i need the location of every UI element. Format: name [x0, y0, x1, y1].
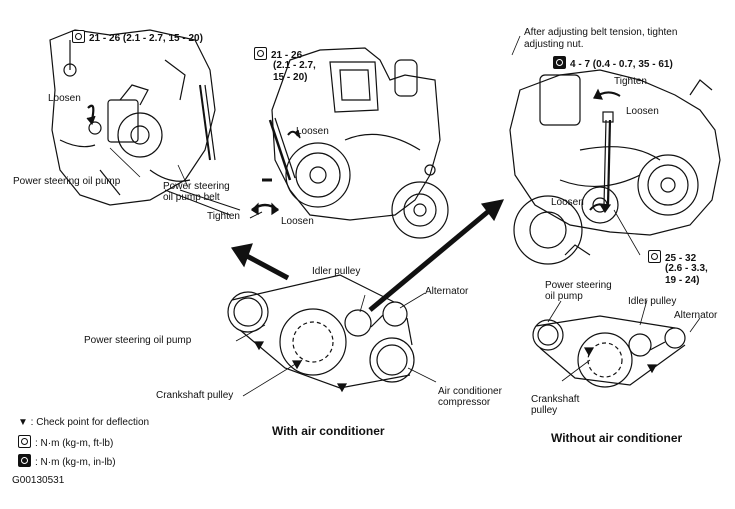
torque-spec-alternator-line3: 15 - 20): [273, 72, 308, 83]
torque-spec-alternator-line1: 21 - 26: [271, 50, 303, 61]
loosen-label-alternator-lower: Loosen: [281, 216, 314, 227]
tighten-label-adjuster: Tighten: [614, 76, 647, 87]
torque-spec-idler-line3: 19 - 24): [665, 275, 700, 286]
torque-spec-idler: 25 - 32: [648, 250, 696, 264]
ps-pump-label: Power steering oil pump: [13, 176, 121, 187]
ps-pump-engine-sketch: [49, 29, 241, 216]
loosen-label-adjuster-upper: Loosen: [626, 106, 659, 117]
torque-wrench-icon: [72, 30, 85, 43]
crankshaft-label-noac-line1: Crankshaft: [531, 394, 580, 405]
loosen-label-adjuster-lower: Loosen: [551, 197, 584, 208]
alternator-label-ac: Alternator: [425, 286, 469, 297]
crankshaft-label-noac-line2: pulley: [531, 405, 558, 416]
legend-checkpoint: ▼ : Check point for deflection: [18, 417, 150, 428]
ps-belt-label-line1: Power steering: [163, 181, 230, 192]
legend-nm-ftlb-text: : N·m (kg-m, ft-lb): [35, 438, 114, 449]
alternator-engine-sketch: [249, 47, 449, 239]
ps-pump-label-ac: Power steering oil pump: [84, 335, 192, 346]
torque-spec-ps-pump-text: 21 - 26 (2.1 - 2.7, 15 - 20): [89, 33, 203, 44]
torque-spec-adjusting-nut: 4 - 7 (0.4 - 0.7, 35 - 61): [553, 56, 673, 70]
torque-wrench-icon-inlb: [18, 454, 31, 467]
ps-pump-label-noac-line2: oil pump: [545, 291, 583, 302]
ac-compressor-label-line2: compressor: [438, 397, 491, 408]
ac-compressor-label-line1: Air conditioner: [438, 386, 502, 397]
figure-id: G00130531: [12, 475, 65, 486]
leader-lines: [69, 35, 701, 397]
torque-spec-alternator: 21 - 26: [254, 47, 302, 61]
adjust-note-line2: adjusting nut.: [524, 39, 584, 50]
torque-wrench-icon: [254, 47, 267, 60]
torque-spec-ps-pump: 21 - 26 (2.1 - 2.7, 15 - 20): [72, 30, 203, 44]
legend-nm-inlb-text: : N·m (kg-m, in-lb): [35, 457, 116, 468]
legend-nm-ftlb: : N·m (kg-m, ft-lb): [18, 435, 113, 449]
tighten-label-alternator: Tighten: [207, 211, 240, 222]
torque-spec-idler-line2: (2.6 - 3.3,: [665, 263, 708, 274]
caption-with-ac: With air conditioner: [272, 424, 385, 438]
torque-spec-alternator-line2: (2.1 - 2.7,: [273, 60, 316, 71]
idler-pulley-label-noac: Idler pulley: [628, 296, 677, 307]
ps-pump-label-noac-line1: Power steering: [545, 280, 612, 291]
adjust-note-line1: After adjusting belt tension, tighten: [524, 27, 678, 38]
adjuster-engine-sketch: [509, 69, 721, 265]
torque-wrench-icon-inlb: [553, 56, 566, 69]
caption-without-ac: Without air conditioner: [551, 431, 683, 445]
torque-wrench-icon: [648, 250, 661, 263]
crankshaft-label-ac: Crankshaft pulley: [156, 390, 234, 401]
legend-nm-inlb: : N·m (kg-m, in-lb): [18, 454, 116, 468]
belt-routing-without-ac: [532, 315, 686, 388]
loosen-label-ps-pump: Loosen: [48, 93, 81, 104]
torque-spec-adjusting-nut-text: 4 - 7 (0.4 - 0.7, 35 - 61): [570, 59, 673, 70]
alternator-label-noac: Alternator: [674, 310, 718, 321]
loosen-label-alternator-upper: Loosen: [296, 126, 329, 137]
torque-spec-idler-line1: 25 - 32: [665, 253, 697, 264]
belt-routing-with-ac: [227, 274, 415, 389]
idler-pulley-label-ac: Idler pulley: [312, 266, 361, 277]
torque-wrench-icon: [18, 435, 31, 448]
ps-belt-label-line2: oil pump belt: [163, 192, 220, 203]
